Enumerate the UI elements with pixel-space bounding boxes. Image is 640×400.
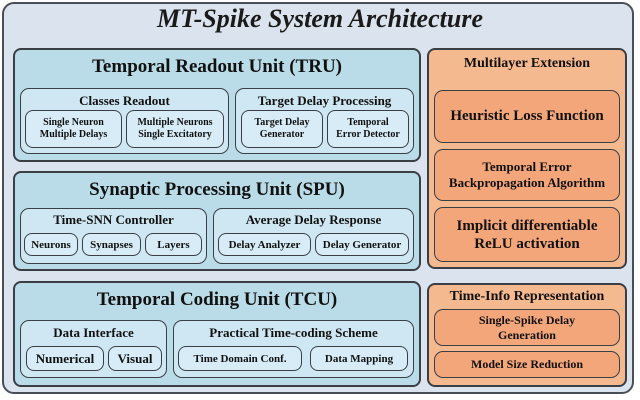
tcu-title: Temporal Coding Unit (TCU) bbox=[96, 289, 338, 310]
leaf-line-2: Generator bbox=[259, 129, 305, 140]
item-line-1: Implicit differentiable bbox=[456, 217, 598, 234]
data-interface-title: Data Interface bbox=[53, 325, 134, 340]
single-neuron-multiple-delays: Single Neuron Multiple Delays bbox=[25, 110, 122, 148]
time-coding-scheme-title: Practical Time-coding Scheme bbox=[209, 325, 378, 340]
tru-title: Temporal Readout Unit (TRU) bbox=[92, 56, 342, 77]
leaf-line-1: Single Neuron bbox=[43, 117, 104, 128]
time-snn-controller-title: Time-SNN Controller bbox=[53, 212, 174, 227]
layers-box: Layers bbox=[145, 233, 202, 256]
temporal-error-backprop: Temporal Error Backpropagation Algorithm bbox=[434, 149, 620, 201]
leaf-line-2: Multiple Delays bbox=[39, 129, 108, 140]
spu-title: Synaptic Processing Unit (SPU) bbox=[89, 179, 345, 200]
item-line-1: Model Size Reduction bbox=[471, 357, 583, 371]
temporal-error-detector: Temporal Error Detector bbox=[327, 110, 409, 148]
target-delay-generator: Target Delay Generator bbox=[241, 110, 323, 148]
neurons-box: Neurons bbox=[24, 233, 78, 256]
multilayer-extension-title: Multilayer Extension bbox=[463, 56, 591, 71]
implicit-relu-activation: Implicit differentiable ReLU activation bbox=[434, 207, 620, 262]
item-line-1: Heuristic Loss Function bbox=[450, 108, 604, 124]
classes-readout-title: Classes Readout bbox=[79, 93, 170, 108]
leaf-line-1: Target Delay bbox=[254, 117, 310, 128]
leaf-line-2: Error Detector bbox=[336, 129, 400, 140]
synapses-box: Synapses bbox=[82, 233, 141, 256]
leaf-line-1: Temporal bbox=[347, 117, 389, 128]
target-delay-processing-title: Target Delay Processing bbox=[257, 93, 392, 108]
time-info-representation-title: Time-Info Representation bbox=[449, 289, 605, 304]
diagram-title: MT-Spike System Architecture bbox=[157, 4, 483, 33]
item-line-2: Backpropagation Algorithm bbox=[448, 175, 606, 190]
delay-generator-box: Delay Generator bbox=[315, 233, 409, 256]
leaf-line-2: Single Excitatory bbox=[138, 129, 212, 140]
item-line-2: Generation bbox=[497, 327, 556, 342]
delay-analyzer-box: Delay Analyzer bbox=[218, 233, 311, 256]
item-line-2: ReLU activation bbox=[474, 235, 580, 252]
numerical-box: Numerical bbox=[26, 346, 104, 371]
time-domain-conf-box: Time Domain Conf. bbox=[178, 346, 302, 371]
item-line-1: Single-Spike Delay bbox=[478, 312, 576, 327]
item-line-1: Temporal Error bbox=[482, 159, 572, 174]
multiple-neurons-single-excitatory: Multiple Neurons Single Excitatory bbox=[126, 110, 224, 148]
average-delay-response-title: Average Delay Response bbox=[245, 212, 382, 227]
heuristic-loss-function: Heuristic Loss Function bbox=[434, 90, 620, 143]
model-size-reduction: Model Size Reduction bbox=[434, 351, 620, 378]
leaf-line-1: Multiple Neurons bbox=[137, 117, 213, 128]
visual-box: Visual bbox=[108, 346, 162, 371]
single-spike-delay-generation: Single-Spike Delay Generation bbox=[434, 309, 620, 346]
data-mapping-box: Data Mapping bbox=[310, 346, 408, 371]
